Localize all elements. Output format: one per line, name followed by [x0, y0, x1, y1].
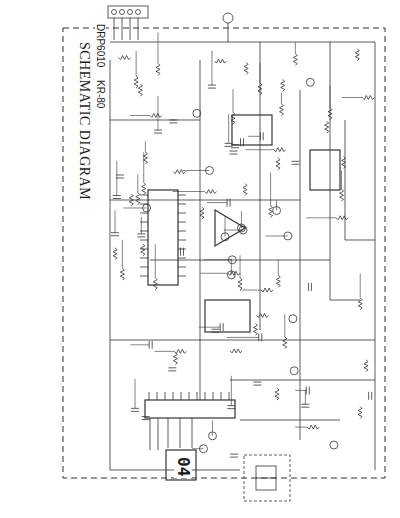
resistor-symbol: [269, 206, 273, 218]
resistor-symbol: [120, 268, 124, 280]
resistor-symbol: [358, 406, 362, 418]
resistor-symbol: [150, 113, 162, 117]
resistor-symbol: [276, 275, 280, 287]
led-display: [150, 418, 196, 480]
resistor-symbol: [325, 121, 329, 133]
resistor-symbol: [153, 278, 157, 290]
resistor-symbol: [142, 183, 146, 195]
wiring: [110, 42, 375, 470]
resistor-symbol: [293, 54, 297, 66]
model-number: KR-80: [95, 78, 106, 110]
connector-block: [108, 6, 148, 40]
resistor-symbol: [258, 83, 262, 95]
resistor-symbol: [257, 313, 269, 317]
resistor-symbol: [129, 194, 133, 206]
resistor-symbol: [173, 353, 177, 365]
resistor-symbol: [283, 337, 287, 349]
resistor-symbol: [364, 360, 368, 372]
model-number: DRP6010: [95, 22, 106, 69]
frame-border: [63, 28, 385, 478]
transistor-symbol: [290, 367, 298, 375]
resistor-symbol: [276, 158, 280, 170]
resistor-symbol: [134, 76, 138, 88]
resistor-symbol: [274, 148, 286, 152]
resistor-symbol: [156, 63, 160, 75]
resistor-symbol: [231, 112, 235, 124]
resistor-symbol: [328, 108, 332, 120]
resistor-symbol: [261, 288, 273, 292]
resistor-symbol: [342, 156, 346, 168]
resistor-symbol: [113, 248, 117, 260]
resistor-symbol: [238, 278, 242, 290]
resistor-symbol: [340, 189, 344, 201]
resistor-symbol: [275, 388, 279, 400]
resistor-symbol: [355, 49, 359, 61]
resistor-symbol: [228, 271, 240, 275]
resistor-symbol: [138, 84, 142, 96]
resistor-symbol: [174, 349, 186, 353]
resistor-symbol: [141, 244, 145, 256]
resistor-symbol: [362, 96, 374, 100]
resistor-symbol: [200, 207, 204, 219]
resistor-symbol: [136, 193, 140, 205]
switch-box: [244, 455, 290, 501]
ic-chip: [145, 115, 340, 418]
resistor-symbol: [119, 56, 131, 60]
resistor-symbol: [173, 170, 185, 174]
resistor-symbol: [230, 349, 242, 353]
resistor-symbol: [281, 79, 285, 91]
resistor-symbol: [253, 323, 257, 335]
resistor-symbol: [279, 104, 283, 116]
resistor-symbol: [205, 190, 217, 194]
diagram-title: SCHEMATIC DIAGRAM: [77, 40, 92, 202]
transistor-symbol: [330, 441, 338, 449]
resistor-symbol: [307, 425, 319, 429]
transistor-symbol: [193, 109, 201, 117]
resistor-symbol: [358, 298, 362, 310]
transistor-symbol: [306, 78, 314, 86]
resistor-symbol: [214, 59, 226, 63]
jack-symbol: [223, 13, 233, 23]
display-digits: 04: [174, 455, 192, 478]
resistor-symbol: [244, 62, 248, 74]
resistor-symbol: [243, 184, 247, 196]
resistor-symbol: [143, 152, 147, 164]
component-symbols: [111, 33, 374, 458]
resistor-symbol: [336, 216, 348, 220]
transistor-symbol: [289, 315, 297, 323]
